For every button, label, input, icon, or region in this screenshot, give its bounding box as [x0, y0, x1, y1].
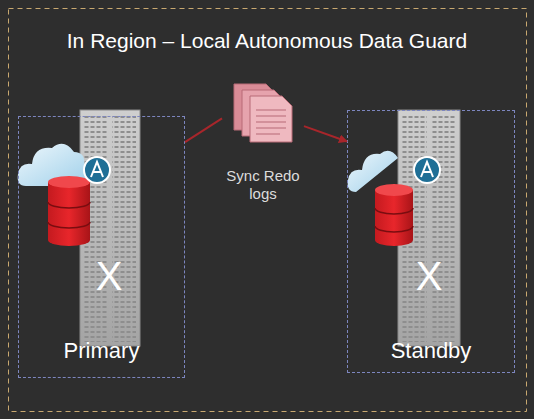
node-label: Sync Redo logs [222, 167, 304, 203]
cloud-database-icon [348, 151, 440, 246]
redo-log-node: Sync Redo logs [222, 78, 304, 208]
replication-arrow [185, 118, 222, 142]
diagram-title: In Region – Local Autonomous Data Guard [0, 26, 534, 56]
document-stack-icon [234, 84, 292, 142]
region-zone: Standby [347, 110, 515, 373]
node-label: Standby [391, 338, 472, 364]
node-label: Primary [64, 338, 140, 364]
cloud-database-icon [18, 144, 110, 246]
exadata-mark: X [416, 254, 443, 298]
region-zone: Primary [18, 116, 185, 378]
exadata-mark: X [96, 254, 123, 298]
outer-frame [9, 9, 527, 412]
replication-arrow [304, 126, 347, 141]
